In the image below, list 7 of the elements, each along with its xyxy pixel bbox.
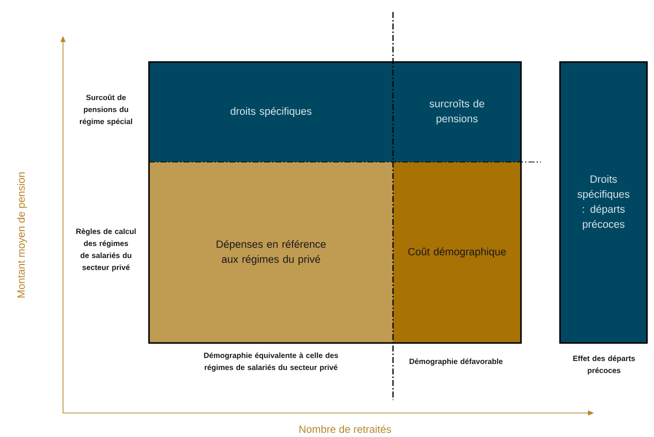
region-box: Dépenses en référence aux régimes du privé (149, 162, 393, 343)
axis-title: Montant moyen de pension (17, 172, 27, 298)
region-box: surcroîts de pensions (393, 62, 521, 162)
region-box: Droits spécifiques : départs précoces (560, 62, 647, 343)
axis-title: Nombre de retraités (299, 425, 391, 433)
region-box: droits spécifiques (149, 62, 393, 162)
region-box: Coût démographique (393, 162, 521, 343)
